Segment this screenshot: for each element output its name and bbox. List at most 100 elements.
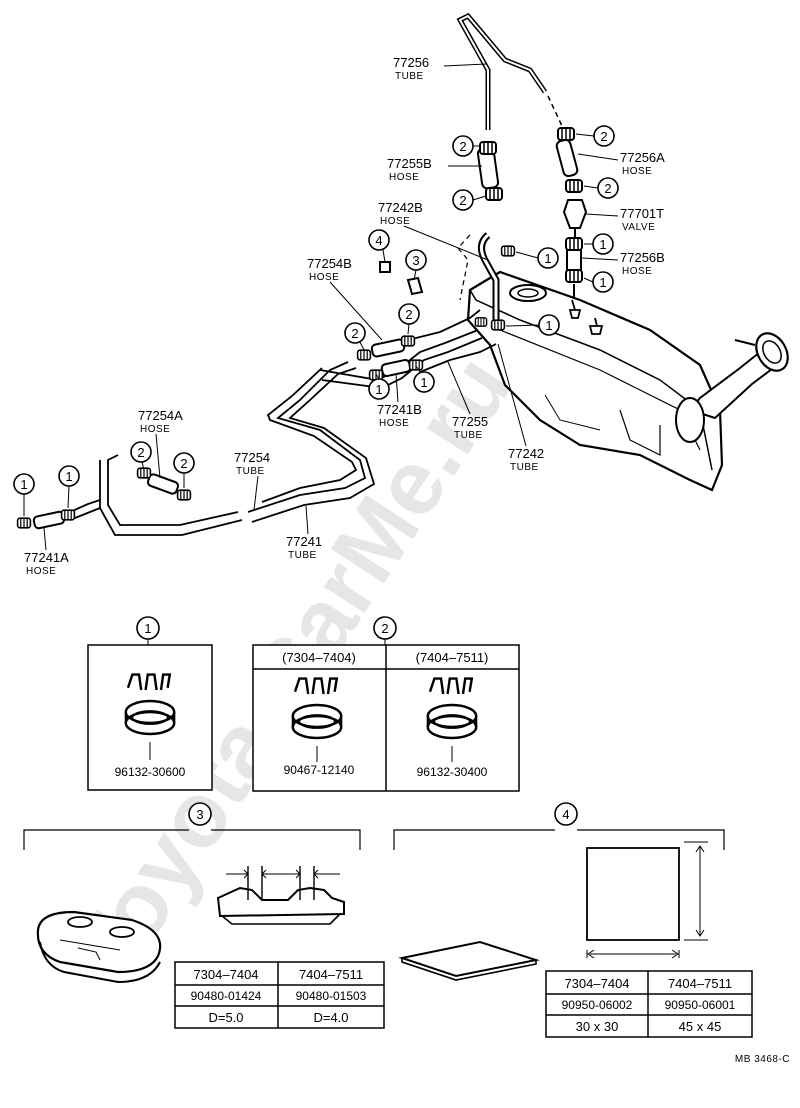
svg-text:77256A: 77256A xyxy=(620,150,665,165)
callout-77254: 77254 TUBE xyxy=(234,450,270,511)
svg-text:HOSE: HOSE xyxy=(622,166,652,177)
vent-tube xyxy=(456,12,588,298)
detail-4-header-a: 7304–7404 xyxy=(564,976,629,991)
svg-text:1: 1 xyxy=(545,318,552,333)
marker-2: 2 xyxy=(173,452,195,488)
fuel-lines xyxy=(69,309,497,536)
svg-text:77255B: 77255B xyxy=(387,156,432,171)
detail-4-value-b: 45 x 45 xyxy=(679,1019,722,1034)
svg-text:3: 3 xyxy=(196,807,203,822)
marker-1: 1 xyxy=(583,271,614,293)
marker-1: 1 xyxy=(413,365,435,393)
svg-text:77256B: 77256B xyxy=(620,250,665,265)
svg-text:2: 2 xyxy=(381,621,388,636)
svg-text:77254: 77254 xyxy=(234,450,270,465)
callout-77241: 77241 TUBE xyxy=(286,505,322,561)
callout-77254a: 77254A HOSE xyxy=(138,408,183,479)
svg-text:2: 2 xyxy=(604,181,611,196)
svg-text:TUBE: TUBE xyxy=(395,71,424,82)
diagram-reference-code: MB 3468-C xyxy=(735,1054,790,1065)
svg-text:2: 2 xyxy=(137,445,144,460)
svg-text:4: 4 xyxy=(562,807,569,822)
svg-text:1: 1 xyxy=(20,477,27,492)
detail-3-pad: 3 7304–7404 7404–751 xyxy=(23,802,385,1029)
svg-text:1: 1 xyxy=(375,382,382,397)
svg-text:TUBE: TUBE xyxy=(236,466,265,477)
detail-3-value-b: D=4.0 xyxy=(313,1010,348,1025)
marker-2: 2 xyxy=(452,189,487,211)
marker-3: 3 xyxy=(405,249,427,281)
detail-4-part-a: 90950-06002 xyxy=(562,998,633,1012)
svg-text:77242: 77242 xyxy=(508,446,544,461)
pad-section-drawing xyxy=(216,866,345,925)
detail-2-clamps: 2 (7304–7404) (7404–7511) 90467-12140 96… xyxy=(252,616,520,792)
svg-text:3: 3 xyxy=(412,253,419,268)
callout-77241b: 77241B HOSE xyxy=(377,373,422,429)
fuel-tank-assembly xyxy=(457,232,789,492)
svg-text:77241B: 77241B xyxy=(377,402,422,417)
svg-text:2: 2 xyxy=(180,456,187,471)
svg-text:1: 1 xyxy=(599,237,606,252)
detail-4-value-a: 30 x 30 xyxy=(576,1019,619,1034)
reference-markers: 2 2 2 2 1 1 1 1 4 3 2 2 1 1 2 2 1 1 xyxy=(13,125,619,516)
svg-text:4: 4 xyxy=(375,233,382,248)
svg-text:HOSE: HOSE xyxy=(26,566,56,577)
svg-text:1: 1 xyxy=(420,375,427,390)
svg-text:77242B: 77242B xyxy=(378,200,423,215)
svg-text:77701T: 77701T xyxy=(620,206,664,221)
svg-text:2: 2 xyxy=(405,307,412,322)
svg-text:2: 2 xyxy=(459,193,466,208)
svg-text:HOSE: HOSE xyxy=(622,266,652,277)
svg-text:HOSE: HOSE xyxy=(140,424,170,435)
svg-text:77241: 77241 xyxy=(286,534,322,549)
callout-77256a: 77256A HOSE xyxy=(577,150,665,177)
detail-4-part-b: 90950-06001 xyxy=(665,998,736,1012)
svg-text:2: 2 xyxy=(351,326,358,341)
svg-text:77241A: 77241A xyxy=(24,550,69,565)
marker-2: 2 xyxy=(452,135,480,157)
marker-1: 1 xyxy=(515,247,559,269)
detail-3-header-b: 7404–7511 xyxy=(299,967,363,982)
callout-77255b: 77255B HOSE xyxy=(387,156,482,183)
detail-2-part-a: 90467-12140 xyxy=(284,763,355,777)
detail-3-part-a: 90480-01424 xyxy=(191,989,262,1003)
svg-text:VALVE: VALVE xyxy=(622,222,655,233)
marker-2: 2 xyxy=(130,441,152,471)
svg-text:77254B: 77254B xyxy=(307,256,352,271)
detail-2-part-b: 96132-30400 xyxy=(417,765,488,779)
marker-2: 2 xyxy=(583,177,619,199)
callout-77242b: 77242B HOSE xyxy=(378,200,489,261)
detail-3-value-a: D=5.0 xyxy=(208,1010,243,1025)
callout-77256b: 77256B HOSE xyxy=(581,250,665,277)
detail-2-header-a: (7304–7404) xyxy=(282,650,356,665)
svg-text:TUBE: TUBE xyxy=(454,430,483,441)
callout-77256: 77256 TUBE xyxy=(393,55,487,82)
detail-4-header-b: 7404–7511 xyxy=(668,976,732,991)
svg-text:HOSE: HOSE xyxy=(309,272,339,283)
detail-1-clamp: 1 96132-30600 xyxy=(87,616,213,791)
svg-text:TUBE: TUBE xyxy=(510,462,539,473)
part-callouts: 77256 TUBE 77256A HOSE 77255B HOSE 77242… xyxy=(24,55,665,577)
svg-text:77255: 77255 xyxy=(452,414,488,429)
detail-3-header-a: 7304–7404 xyxy=(193,967,258,982)
detail-1-part-number: 96132-30600 xyxy=(115,765,186,779)
marker-2: 2 xyxy=(575,125,615,147)
line-hoses xyxy=(16,245,516,530)
svg-text:77254A: 77254A xyxy=(138,408,183,423)
marker-2: 2 xyxy=(398,303,420,335)
pad-drawing xyxy=(36,910,162,984)
marker-1: 1 xyxy=(368,373,390,400)
svg-text:77256: 77256 xyxy=(393,55,429,70)
svg-text:2: 2 xyxy=(600,129,607,144)
detail-2-header-b: (7404–7511) xyxy=(416,650,489,665)
svg-text:HOSE: HOSE xyxy=(380,216,410,227)
svg-text:TUBE: TUBE xyxy=(288,550,317,561)
callout-77241a: 77241A HOSE xyxy=(24,527,69,577)
callout-77254b: 77254B HOSE xyxy=(307,256,383,341)
callout-77701t: 77701T VALVE xyxy=(585,206,664,233)
svg-text:1: 1 xyxy=(544,251,551,266)
marker-1: 1 xyxy=(505,314,560,336)
callout-77255: 77255 TUBE xyxy=(447,361,488,441)
marker-1: 1 xyxy=(58,465,80,509)
